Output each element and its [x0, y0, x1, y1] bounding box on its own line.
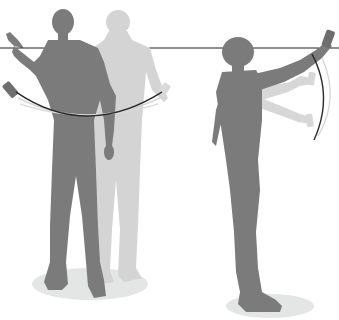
phone-icon: [321, 29, 335, 48]
right-scene: [212, 29, 335, 318]
vertical-sweep-arc: [312, 54, 324, 140]
ghost-figure-rotated: [90, 10, 171, 284]
phone-icon: [2, 81, 19, 99]
left-scene: [2, 9, 171, 300]
